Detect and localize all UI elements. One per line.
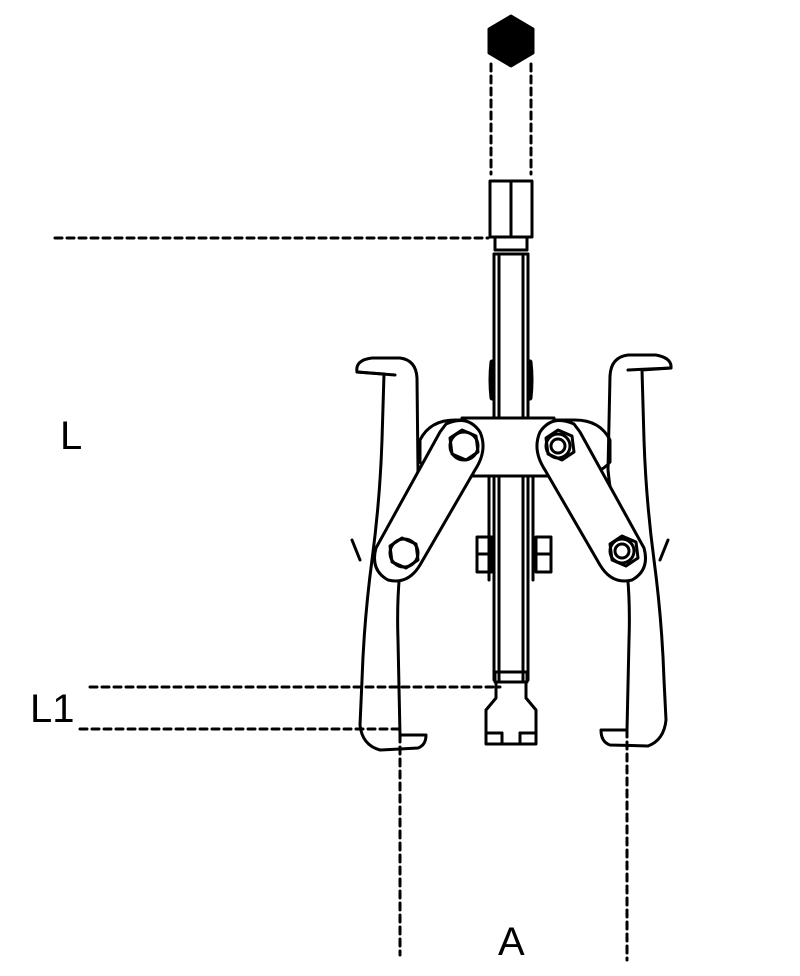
left-jaw [350, 356, 428, 752]
dimension-label-l1: L1 [30, 687, 75, 731]
dimension-label-l: L [60, 414, 83, 458]
hexagon-icon [487, 14, 535, 68]
middle-bolts [475, 474, 553, 582]
right-jaw [599, 353, 673, 748]
right-arm [535, 418, 647, 583]
screw-head [488, 179, 534, 252]
dimension-label-a: A [498, 920, 525, 964]
left-arm [373, 418, 485, 583]
nut-icon [608, 534, 640, 568]
hex-projection-lines [489, 62, 533, 176]
nut-icon [544, 428, 576, 462]
screw-tip [484, 670, 538, 746]
